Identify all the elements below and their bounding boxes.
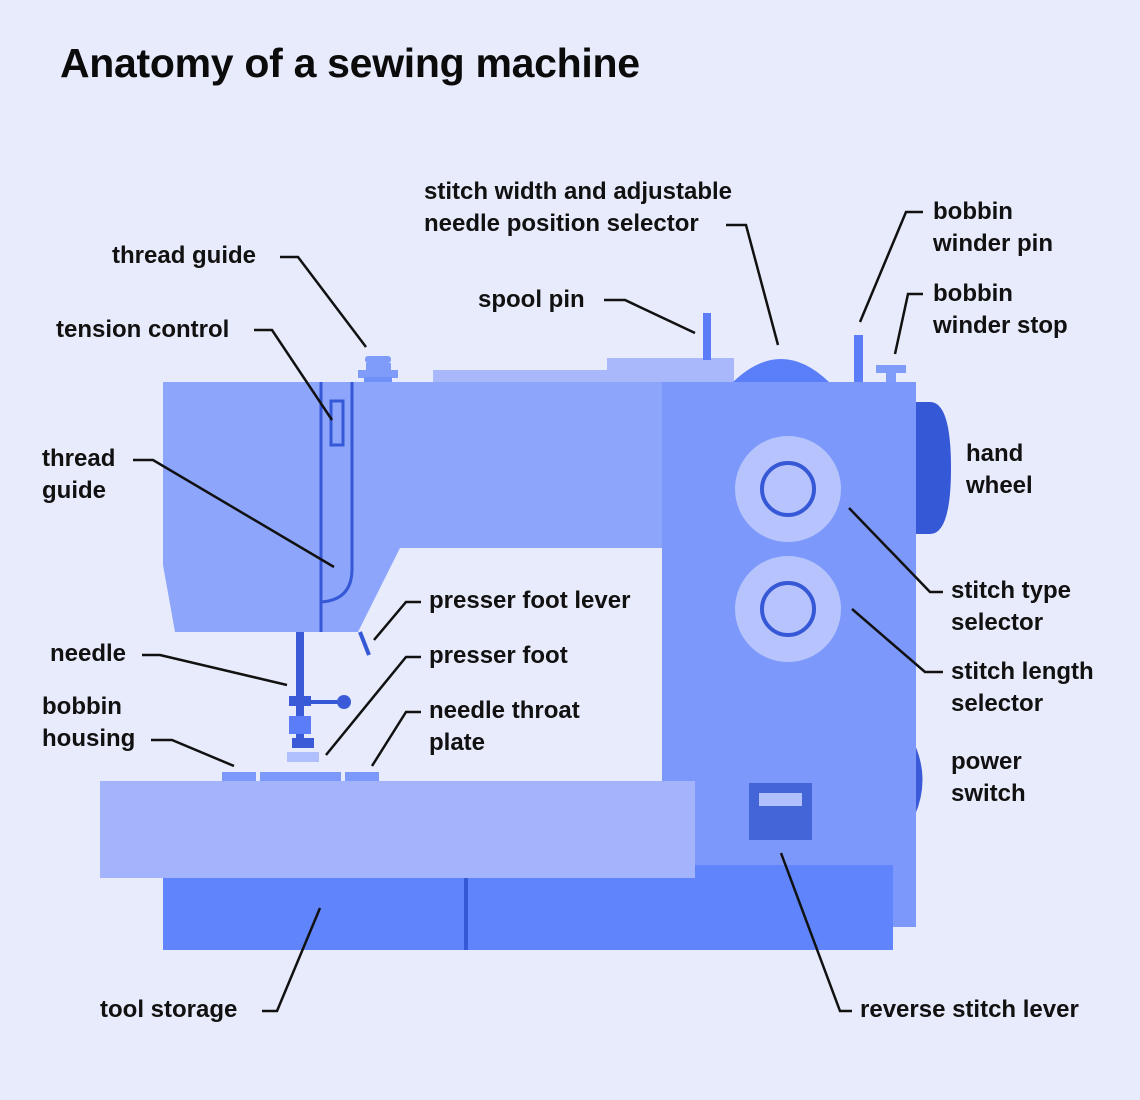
- needle-plate: [260, 772, 341, 781]
- label-stitch-type: stitch type selector: [951, 575, 1071, 639]
- label-line: bobbin: [933, 280, 1013, 307]
- presser-foot-lever: [358, 631, 371, 656]
- label-reverse-stitch-lever: reverse stitch lever: [860, 994, 1079, 1026]
- stitch-length-dial: [735, 556, 841, 662]
- leader-tension-control: [254, 328, 334, 421]
- label-spool-pin: spool pin: [478, 284, 585, 316]
- label-line: bobbin: [42, 693, 122, 720]
- label-bobbin-housing: bobbin housing: [42, 691, 135, 755]
- label-line: switch: [951, 780, 1026, 807]
- label-needle: needle: [50, 638, 126, 670]
- label-line: stitch type: [951, 577, 1072, 604]
- leader-stitch-width: [726, 223, 780, 346]
- label-line: hand: [966, 440, 1024, 467]
- page-title: Anatomy of a sewing machine: [60, 40, 640, 86]
- label-bobbin-winder-stop: bobbin winder stop: [933, 278, 1068, 342]
- label-line: winder pin: [933, 230, 1053, 257]
- label-bobbin-winder-pin: bobbin winder pin: [933, 196, 1053, 260]
- tool-storage: [163, 865, 893, 950]
- leader-bobbin-winder-stop: [893, 292, 923, 355]
- label-line: presser foot lever: [429, 587, 631, 614]
- label-line: needle position selector: [424, 210, 699, 237]
- machine-bed: [100, 781, 695, 878]
- leader-lines: [133, 210, 943, 1013]
- leader-needle: [142, 653, 288, 687]
- label-line: housing: [42, 725, 136, 752]
- label-line: needle: [50, 640, 127, 667]
- bobbin-winder-pin: [854, 335, 863, 383]
- top-strip: [433, 370, 663, 382]
- label-line: guide: [42, 477, 106, 504]
- label-stitch-length: stitch length selector: [951, 656, 1094, 720]
- leader-bobbin-housing: [151, 738, 235, 768]
- leader-thread-guide-top: [280, 255, 367, 348]
- tension-window: [329, 399, 345, 447]
- leader-stitch-length: [851, 608, 943, 674]
- label-tool-storage: tool storage: [100, 994, 237, 1026]
- label-line: power: [951, 748, 1022, 775]
- spool-pin: [703, 313, 711, 360]
- hand-wheel: [908, 402, 951, 534]
- label-tension-control: tension control: [56, 314, 229, 346]
- leader-bobbin-winder-pin: [858, 210, 923, 323]
- label-presser-foot-lever: presser foot lever: [429, 585, 630, 617]
- label-presser-foot: presser foot: [429, 640, 568, 672]
- leader-stitch-type: [848, 507, 943, 594]
- label-stitch-width: stitch width and adjustable needle posit…: [424, 176, 732, 240]
- label-line: tool storage: [100, 996, 238, 1023]
- label-line: winder stop: [933, 312, 1068, 339]
- throat-plate: [345, 772, 379, 781]
- leader-needle-throat-plate: [370, 710, 421, 767]
- label-thread-guide-top: thread guide: [112, 240, 256, 272]
- bobbin-housing-plate: [222, 772, 256, 781]
- label-line: stitch width and adjustable: [424, 178, 733, 205]
- stitch-width-selector: [733, 359, 829, 382]
- thread-path: [319, 382, 354, 632]
- leader-reverse-stitch-lever: [779, 852, 852, 1013]
- reverse-stitch-lever: [749, 783, 812, 840]
- machine-head: [163, 382, 662, 632]
- presser-foot: [287, 752, 319, 762]
- bobbin-winder-stop: [876, 365, 906, 373]
- label-line: spool pin: [478, 286, 585, 313]
- needle-bar: [296, 632, 304, 747]
- leader-spool-pin: [604, 298, 696, 335]
- label-line: stitch length: [951, 658, 1094, 685]
- label-line: wheel: [966, 472, 1033, 499]
- label-line: bobbin: [933, 198, 1013, 225]
- leader-thread-guide-side: [133, 458, 335, 569]
- leader-tool-storage: [262, 907, 322, 1013]
- label-line: thread: [42, 445, 116, 472]
- leader-presser-foot: [325, 655, 421, 756]
- label-hand-wheel: hand wheel: [966, 438, 1033, 502]
- label-power-switch: power switch: [951, 746, 1026, 810]
- label-line: presser foot: [429, 642, 568, 669]
- stitch-type-dial: [735, 436, 841, 542]
- thread-guide-knob: [358, 370, 398, 378]
- label-line: thread guide: [112, 242, 257, 269]
- top-plate: [607, 358, 734, 382]
- label-needle-throat-plate: needle throat plate: [429, 695, 580, 759]
- label-line: needle throat: [429, 697, 580, 724]
- leader-presser-foot-lever: [373, 600, 421, 641]
- label-thread-guide-side: thread guide: [42, 443, 115, 507]
- label-line: selector: [951, 609, 1044, 636]
- label-line: plate: [429, 729, 486, 756]
- label-line: reverse stitch lever: [860, 996, 1079, 1023]
- label-line: tension control: [56, 316, 230, 343]
- label-line: selector: [951, 690, 1044, 717]
